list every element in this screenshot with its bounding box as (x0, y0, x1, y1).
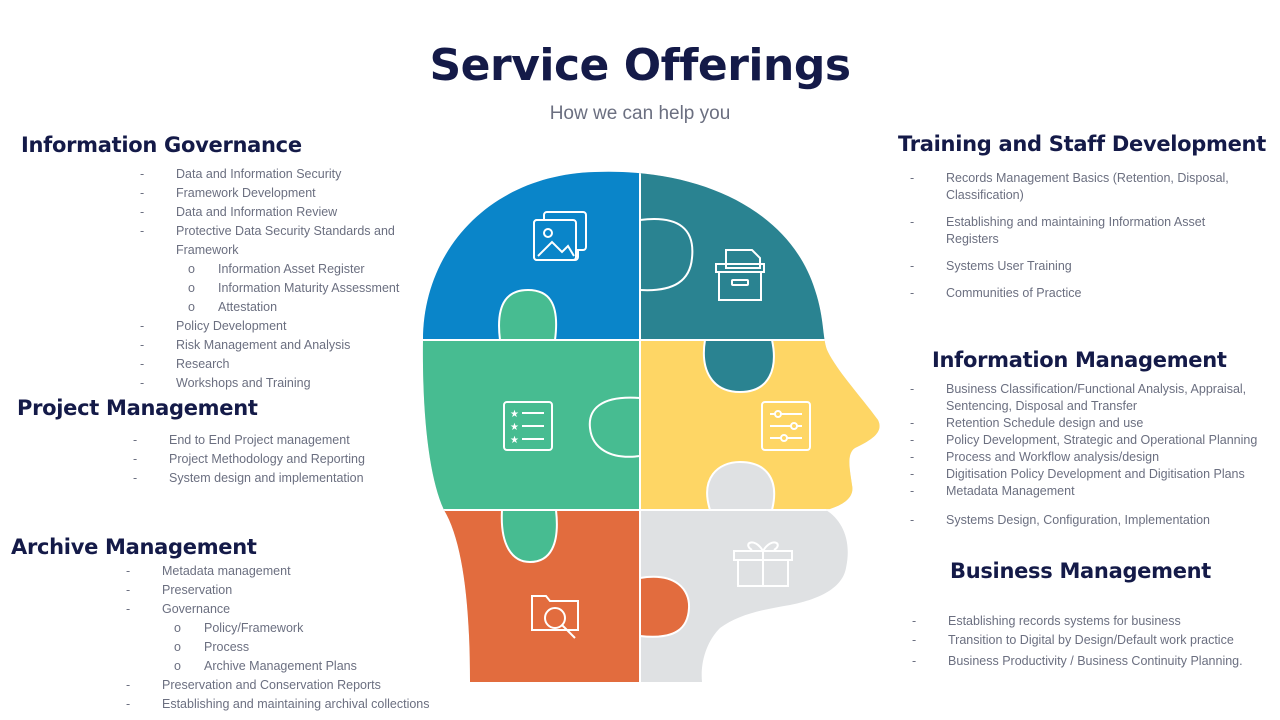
list-item: Transition to Digital by Design/Default … (912, 631, 1243, 650)
heading-project-management: Project Management (17, 396, 258, 420)
list-information-governance: Data and Information Security Framework … (140, 165, 416, 393)
list-item: Systems User Training (910, 258, 1256, 275)
list-item: Workshops and Training (140, 374, 416, 393)
orange-tab-right (640, 576, 690, 637)
grey-tab-up (707, 462, 775, 510)
list-item: Preservation (126, 581, 430, 600)
heading-training-staff-development: Training and Staff Development (898, 132, 1266, 156)
gift-icon (733, 541, 793, 587)
list-item: Data and Information Security (140, 165, 416, 184)
list-item: Communities of Practice (910, 285, 1256, 302)
list-training-staff-development: Records Management Basics (Retention, Di… (910, 170, 1256, 302)
list-item: Risk Management and Analysis (140, 336, 416, 355)
list-item: Data and Information Review (140, 203, 416, 222)
svg-text:★: ★ (510, 422, 519, 433)
sub-list-item: Process (162, 638, 430, 657)
list-item: System design and implementation (133, 469, 365, 488)
sub-list-item: Information Asset Register (176, 260, 416, 279)
list-item: Metadata management (126, 562, 430, 581)
list-information-management: Business Classification/Functional Analy… (910, 381, 1276, 529)
sliders-icon (761, 401, 811, 451)
heading-archive-management: Archive Management (11, 535, 257, 559)
list-item: Protective Data Security Standards and F… (140, 222, 416, 260)
list-item: Project Methodology and Reporting (133, 450, 365, 469)
list-item: Process and Workflow analysis/design (910, 449, 1276, 466)
sub-list-item: Attestation (176, 298, 416, 317)
archive-box-icon (715, 249, 765, 301)
teal-tab-right (640, 219, 693, 291)
sub-list-item: Archive Management Plans (162, 657, 430, 676)
page-title: Service Offerings (429, 40, 851, 91)
heading-information-governance: Information Governance (21, 133, 302, 157)
list-project-management: End to End Project management Project Me… (133, 431, 365, 488)
svg-text:★: ★ (510, 435, 519, 446)
list-item: Framework Development (140, 184, 416, 203)
list-item: Establishing and maintaining archival co… (126, 695, 429, 714)
list-item: Retention Schedule design and use (910, 415, 1276, 432)
sub-list-item: Policy/Framework (162, 619, 430, 638)
list-item: Policy Development (140, 317, 416, 336)
list-item: Records Management Basics (Retention, Di… (910, 170, 1256, 204)
list-item: End to End Project management (133, 431, 365, 450)
page-subtitle: How we can help you (549, 103, 731, 124)
list-archive-management: Metadata management Preservation Governa… (126, 562, 430, 714)
heading-business-management: Business Management (950, 559, 1212, 583)
green-tab-up (499, 290, 557, 340)
list-item: Establishing records systems for busines… (912, 612, 1243, 631)
list-item: Business Classification/Functional Analy… (910, 381, 1266, 415)
folder-search-icon (531, 595, 579, 639)
list-item: Research (140, 355, 416, 374)
checklist-icon: ★ ★ ★ (503, 401, 553, 451)
list-item: Business Productivity / Business Continu… (912, 650, 1243, 672)
sub-list-item: Information Maturity Assessment (176, 279, 416, 298)
list-business-management: Establishing records systems for busines… (912, 612, 1243, 672)
green-tab-right (589, 397, 640, 457)
svg-text:★: ★ (510, 409, 519, 420)
list-item: Preservation and Conservation Reports (126, 676, 430, 695)
teal-tab-down (703, 340, 774, 392)
green-tab-down (501, 510, 557, 562)
image-gallery-icon (533, 211, 587, 261)
list-item: Systems Design, Configuration, Implement… (910, 512, 1276, 529)
list-item: Metadata Management (910, 483, 1276, 500)
list-item: Policy Development, Strategic and Operat… (910, 432, 1276, 449)
list-item: Governance (126, 600, 430, 619)
heading-information-management: Information Management (932, 348, 1227, 372)
list-item: Digitisation Policy Development and Digi… (910, 466, 1276, 483)
list-item: Establishing and maintaining Information… (910, 214, 1236, 248)
